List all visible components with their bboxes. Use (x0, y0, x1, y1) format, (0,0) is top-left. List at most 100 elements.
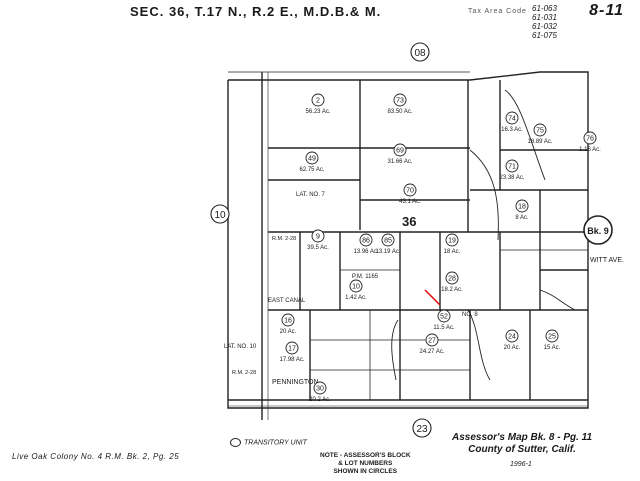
road-label: R.M. 2-28 (272, 236, 296, 242)
assessor-line: County of Sutter, Calif. (468, 444, 576, 455)
pointer-arrow (424, 289, 441, 306)
note: NOTE - ASSESSOR'S BLOCK & LOT NUMBERS SH… (320, 452, 411, 476)
parcel-circle (533, 123, 547, 137)
section-north-circle (410, 42, 430, 62)
tax-area-code: 61-075 (532, 31, 557, 40)
parcel-number: 30 (316, 386, 324, 393)
section-center-label: 36 (402, 214, 416, 229)
road-label: P.M. 1165 (352, 274, 379, 280)
section-south-circle (412, 418, 432, 438)
lateral-line (539, 289, 576, 311)
parcel-number: 49 (308, 156, 316, 163)
road-label: LAT. NO. 10 (224, 344, 257, 350)
parcel-number: 71 (508, 164, 516, 171)
parcel-circle (505, 111, 519, 125)
road-label: EAST CANAL (268, 298, 306, 304)
note-line: SHOWN IN CIRCLES (333, 468, 398, 475)
road-label: LAT. NO. 7 (296, 192, 326, 198)
note-line: & LOT NUMBERS (338, 460, 393, 467)
parcel-circle (281, 313, 295, 327)
parcel-number: 16 (284, 318, 292, 325)
parcel-circle (285, 341, 299, 355)
parcel-number: 2 (316, 98, 320, 105)
tax-area-code: 61-031 (532, 13, 557, 22)
tax-area-label: Tax Area Code (468, 8, 527, 15)
parcel-number: 74 (508, 116, 516, 123)
parcel-circle (425, 333, 439, 347)
assessor-block: Assessor's Map Bk. 8 - Pg. 11 County of … (452, 432, 592, 456)
road-label: WITT AVE. (590, 257, 624, 264)
parcel-acreage: 56.23 Ac. (305, 109, 330, 115)
parcel-acreage: 16.3 Ac. (501, 127, 523, 133)
sheet-number: 8-11 (589, 2, 624, 19)
parcel-number: 25 (548, 334, 556, 341)
canal-line (467, 309, 491, 381)
legend-label: TRANSITORY UNIT (244, 439, 307, 447)
map-title: SEC. 36, T.17 N., R.2 E., M.D.B.& M. (130, 4, 382, 19)
parcel-number: 69 (396, 148, 404, 155)
section-west-label: 10 (214, 210, 226, 221)
parcel-acreage: 17.98 Ac. (279, 357, 304, 363)
parcel-circle (393, 93, 407, 107)
transitory-unit-symbol (230, 438, 241, 447)
parcel-number: 18 (518, 204, 526, 211)
parcel-number: 70 (406, 188, 414, 195)
section-boundary (227, 71, 589, 409)
parcel-number: 52 (440, 314, 448, 321)
parcel-circle (437, 309, 451, 323)
section-south-label: 23 (416, 424, 428, 435)
parcel-number: 28 (448, 276, 456, 283)
parcel-acreage: 39.5 Ac. (307, 245, 329, 251)
parcel-acreage: 23.38 Ac. (499, 175, 524, 181)
tax-area-codes: 61-063 61-031 61-032 61-075 (532, 4, 557, 40)
parcel-acreage: 20.2 Ac. (309, 397, 331, 403)
road-label: PENNINGTON (272, 379, 319, 386)
parcel-acreage: 18.89 Ac. (527, 139, 552, 145)
legend: TRANSITORY UNIT (230, 438, 307, 447)
note-line: NOTE - ASSESSOR'S BLOCK (320, 452, 411, 459)
parcel-number: 75 (536, 128, 544, 135)
map-year: 1996-1 (510, 461, 532, 468)
canal-line (391, 319, 399, 381)
parcel-number: 24 (508, 334, 516, 341)
parcel-acreage: 31.66 Ac. (387, 159, 412, 165)
parcel-circle (403, 183, 417, 197)
tax-area-code: 61-032 (532, 22, 557, 31)
book-ref-circle (583, 215, 613, 245)
parcel-circle (305, 151, 319, 165)
road-label: R.M. 2-28 (232, 370, 256, 376)
parcel-acreage: 18.2 Ac. (441, 287, 463, 293)
parcel-circle (515, 199, 529, 213)
parcel-acreage: 8 Ac. (515, 215, 529, 221)
parcel-circle (505, 159, 519, 173)
parcel-acreage: 43.1 Ac. (399, 199, 421, 205)
colony-reference: Live Oak Colony No. 4 R.M. Bk. 2, Pg. 25 (12, 452, 180, 461)
parcel-number: 86 (362, 238, 370, 245)
parcel-acreage: 18 Ac. (444, 249, 461, 255)
parcel-circle (583, 131, 597, 145)
parcel-circle (313, 381, 327, 395)
parcel-circle (545, 329, 559, 343)
assessor-line: Assessor's Map Bk. 8 - Pg. 11 (452, 432, 593, 443)
parcel-acreage: 24.27 Ac. (419, 349, 444, 355)
creek-line (469, 149, 499, 241)
parcel-number: 9 (316, 234, 320, 241)
parcel-circle (349, 279, 363, 293)
parcel-acreage: 20 Ac. (504, 345, 521, 351)
parcel-acreage: 11.5 Ac. (433, 325, 455, 331)
parcel-circle (381, 233, 395, 247)
parcel-number: 19 (448, 238, 456, 245)
section-north-label: 08 (414, 48, 426, 59)
parcel-circle (393, 143, 407, 157)
parcel-acreage: 13.19 Ac. (375, 249, 400, 255)
parcel-circle (505, 329, 519, 343)
parcel-number: 10 (352, 284, 360, 291)
parcel-acreage: 1.16 Ac. (579, 147, 601, 153)
parcel-circle (311, 229, 325, 243)
parcel-acreage: 13.96 Ac. (353, 249, 378, 255)
parcel-number: 73 (396, 98, 404, 105)
parcel-acreage: 15 Ac. (544, 345, 561, 351)
parcel-circle (445, 233, 459, 247)
parcel-acreage: 20 Ac. (280, 329, 297, 335)
parcel-number: 17 (288, 346, 296, 353)
